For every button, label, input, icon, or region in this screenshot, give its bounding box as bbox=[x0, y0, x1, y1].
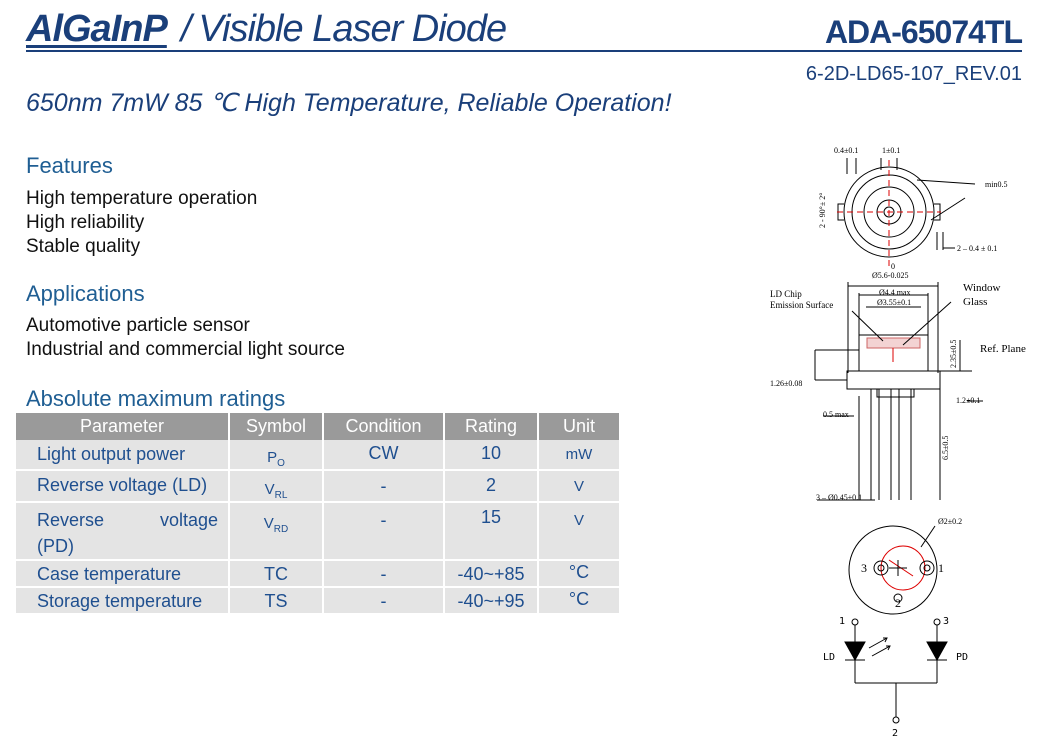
dim-0.45: 3 – Ø0.45±0.1 bbox=[816, 493, 862, 502]
circuit-pin-1: 1 bbox=[839, 616, 845, 627]
param-cell: Reverse voltage (LD) bbox=[16, 470, 230, 503]
dim-4.4: Ø4.4 max bbox=[879, 288, 911, 297]
features-heading: Features bbox=[26, 153, 113, 178]
dim-o2: Ø2±0.2 bbox=[938, 517, 962, 526]
package-drawing: 0.4±0.1 1±0.1 min0.5 2 - 90°± 2° 2 – 0.4… bbox=[770, 146, 1026, 738]
rating-cell: 2 bbox=[444, 470, 539, 503]
features-list: High temperature operation High reliabil… bbox=[26, 187, 257, 259]
rating-cell: -40~+95 bbox=[444, 587, 539, 615]
pd-symbol-label: PD bbox=[956, 652, 968, 663]
application-item: Automotive particle sensor bbox=[26, 315, 250, 336]
header-rating: Rating bbox=[444, 413, 539, 440]
product-type-label: Visible Laser Diode bbox=[198, 8, 507, 50]
emission-surface-label: Emission Surface bbox=[770, 300, 833, 310]
top-view bbox=[837, 158, 976, 266]
glass-label: Glass bbox=[963, 296, 987, 308]
dim-1: 1±0.1 bbox=[882, 146, 900, 155]
symbol-cell: PO bbox=[229, 440, 324, 471]
dim-3.55: Ø3.55±0.1 bbox=[877, 298, 911, 307]
param-cell: Light output power bbox=[16, 440, 230, 471]
feature-item: High temperature operation bbox=[26, 188, 258, 209]
product-title: AlGaInP /Visible Laser Diode bbox=[26, 8, 507, 52]
symbol-cell: VRD bbox=[229, 502, 324, 561]
dim-2.35: 2.35±0.5 bbox=[949, 340, 958, 368]
symbol-cell: VRL bbox=[229, 470, 324, 503]
condition-cell: CW bbox=[323, 440, 445, 471]
condition-cell: - bbox=[323, 587, 445, 615]
table-row: Storage temperature TS - -40~+95 °C bbox=[16, 587, 619, 615]
window-label: Window bbox=[963, 282, 1000, 294]
material-label: AlGaInP bbox=[26, 8, 168, 50]
condition-cell: - bbox=[323, 560, 445, 588]
symbol-cell: TS bbox=[229, 587, 324, 615]
header-unit: Unit bbox=[538, 413, 619, 440]
bottom-pin-2: 2 bbox=[895, 596, 901, 610]
dim-2-0.4: 2 – 0.4 ± 0.1 bbox=[957, 244, 997, 253]
table-row: Reverse voltage (LD) VRL - 2 V bbox=[16, 470, 619, 503]
circuit-pin-3: 3 bbox=[943, 616, 949, 627]
rating-cell: 15 bbox=[444, 502, 539, 561]
header-condition: Condition bbox=[323, 413, 445, 440]
dim-1.2: 1.2±0.1 bbox=[956, 396, 980, 405]
symbol-cell: TC bbox=[229, 560, 324, 588]
unit-cell: °C bbox=[538, 560, 619, 588]
dim-1.26: 1.26±0.08 bbox=[770, 379, 802, 388]
condition-cell: - bbox=[323, 470, 445, 503]
dim-6.5: 6.5±0.5 bbox=[941, 436, 950, 460]
header-symbol: Symbol bbox=[229, 413, 324, 440]
ref-plane-label: Ref. Plane bbox=[980, 343, 1026, 355]
unit-cell: mW bbox=[538, 440, 619, 471]
title-separator: / bbox=[180, 8, 192, 50]
part-number: ADA-65074TL bbox=[824, 14, 1023, 50]
revision-code: 6-2D-LD65-107_REV.01 bbox=[805, 63, 1022, 85]
condition-cell: - bbox=[323, 502, 445, 561]
bottom-view bbox=[848, 525, 938, 615]
circuit-pin-2: 2 bbox=[892, 728, 898, 738]
bottom-pin-1: 1 bbox=[938, 561, 944, 575]
side-view bbox=[814, 282, 983, 501]
dim-5.6: Ø5.6-0.025 bbox=[872, 271, 908, 280]
feature-item: High reliability bbox=[26, 212, 145, 233]
unit-cell: V bbox=[538, 502, 619, 561]
rating-cell: -40~+85 bbox=[444, 560, 539, 588]
applications-list: Automotive particle sensor Industrial an… bbox=[26, 314, 345, 362]
table-row: Light output power PO CW 10 mW bbox=[16, 440, 619, 471]
param-cell: Case temperature bbox=[16, 560, 230, 588]
table-header-row: Parameter Symbol Condition Rating Unit bbox=[16, 413, 619, 440]
dim-angle: 2 - 90°± 2° bbox=[818, 193, 827, 228]
table-row: Case temperature TC - -40~+85 °C bbox=[16, 560, 619, 588]
rating-cell: 10 bbox=[444, 440, 539, 471]
circuit-schematic bbox=[844, 618, 948, 724]
application-item: Industrial and commercial light source bbox=[26, 339, 345, 360]
dim-0.5max: 0.5 max bbox=[823, 410, 849, 419]
ratings-table: Parameter Symbol Condition Rating Unit L… bbox=[16, 413, 619, 615]
header-rule bbox=[26, 50, 1022, 52]
param-cell: Storage temperature bbox=[16, 587, 230, 615]
applications-heading: Applications bbox=[26, 281, 145, 306]
unit-cell: V bbox=[538, 470, 619, 503]
unit-cell: °C bbox=[538, 587, 619, 615]
header-parameter: Parameter bbox=[16, 413, 230, 440]
dim-min0.5: min0.5 bbox=[985, 180, 1007, 189]
dim-0: 0 bbox=[891, 262, 895, 271]
ld-symbol-label: LD bbox=[823, 652, 835, 663]
ratings-heading: Absolute maximum ratings bbox=[26, 386, 286, 411]
dim-0.4: 0.4±0.1 bbox=[834, 146, 858, 155]
bottom-pin-3: 3 bbox=[861, 561, 867, 575]
feature-item: Stable quality bbox=[26, 236, 141, 257]
tagline: 650nm 7mW 85 ℃ High Temperature, Reliabl… bbox=[26, 89, 672, 117]
ld-chip-label: LD Chip bbox=[770, 289, 802, 299]
